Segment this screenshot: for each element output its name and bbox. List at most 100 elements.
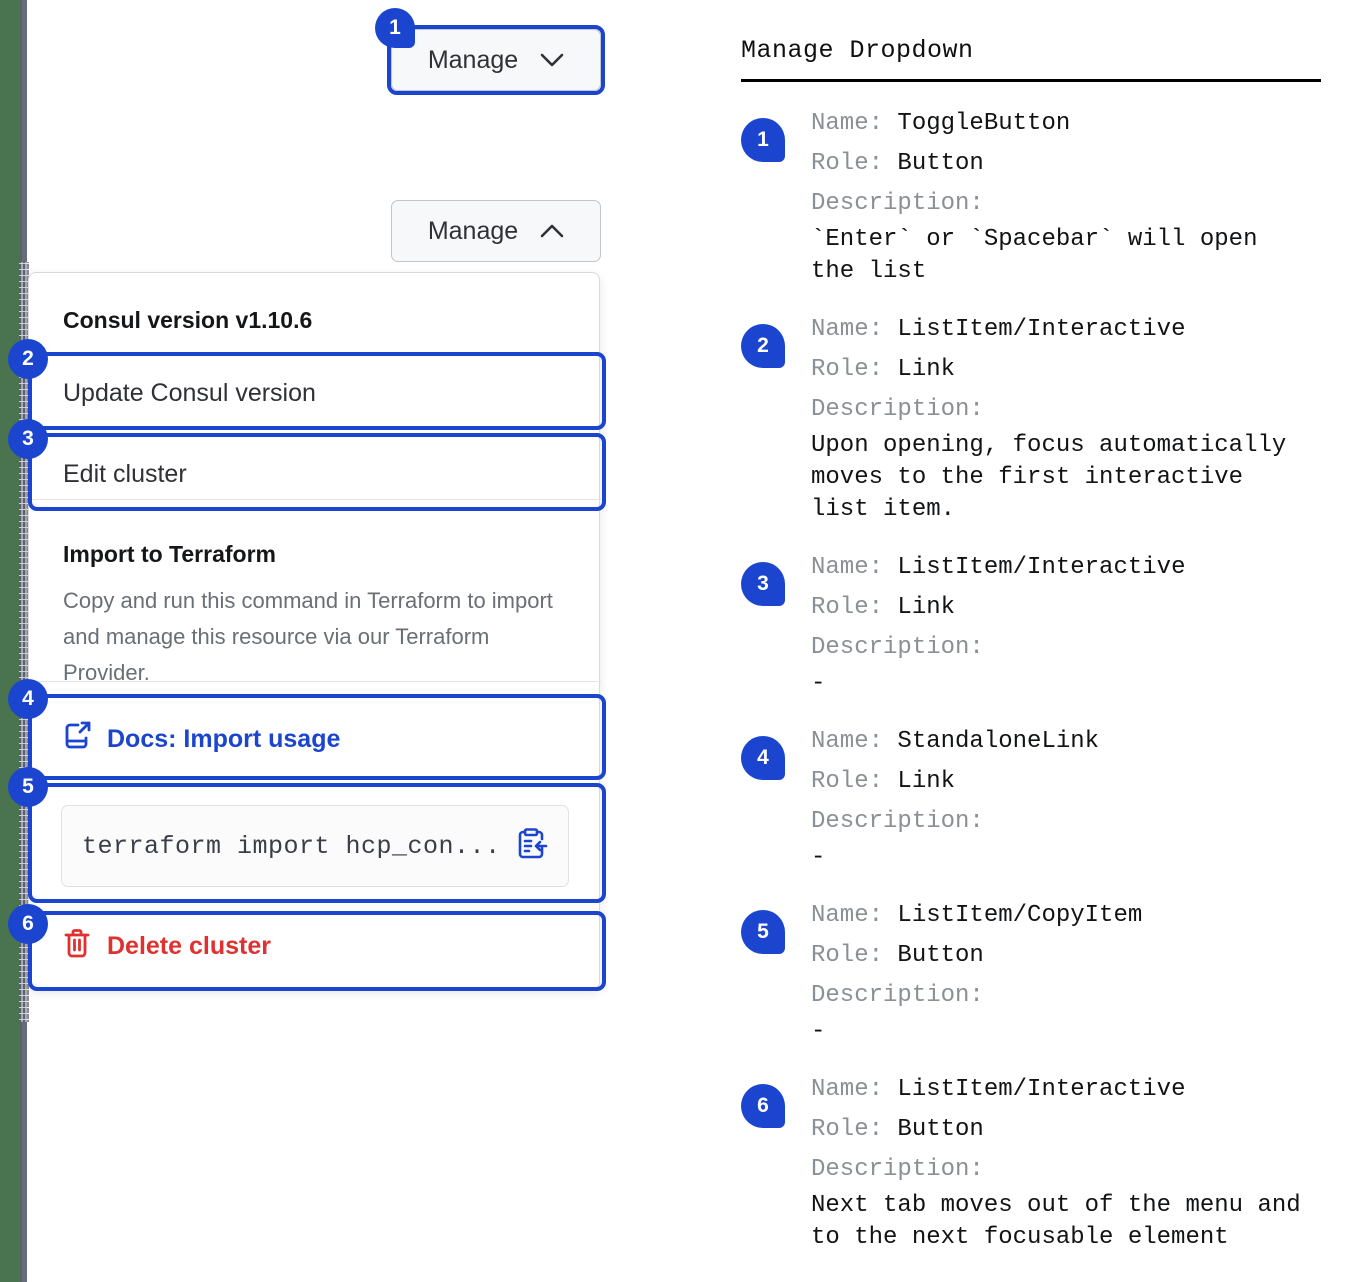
annotation-name-value: StandaloneLink xyxy=(897,728,1100,755)
manage-toggle-button-open[interactable]: Manage xyxy=(391,200,601,262)
terraform-command-text: terraform import hcp_con... xyxy=(82,831,501,861)
marker-badge-4: 4 xyxy=(8,679,48,719)
delete-cluster-label: Delete cluster xyxy=(107,932,271,960)
annotation-role-value: Button xyxy=(897,150,984,177)
menu-item-edit-cluster[interactable]: Edit cluster xyxy=(63,460,187,488)
annotation-description-value: - xyxy=(811,844,826,871)
annotation-description-value: `Enter` or `Spacebar` will open the list xyxy=(811,226,1258,285)
marker-badge-6: 6 xyxy=(8,904,48,944)
manage-toggle-button-closed[interactable]: Manage xyxy=(391,29,601,91)
docs-link-label: Docs: Import usage xyxy=(107,725,341,753)
annotation-name-label-line: Name: ToggleButton xyxy=(811,104,1321,144)
annotation-name-label-line: Name: ListItem/Interactive xyxy=(811,310,1321,350)
annotation-badge-3: 3 xyxy=(741,562,785,606)
manage-dropdown-menu: Consul version v1.10.6 Update Consul ver… xyxy=(28,272,601,990)
docs-import-usage-link[interactable]: Docs: Import usage xyxy=(63,721,340,758)
annotation-description-label: Description: xyxy=(811,396,984,423)
annotation-description-label: Description: xyxy=(811,808,984,835)
annotation-name-label-line: Name: ListItem/Interactive xyxy=(811,1070,1321,1110)
annotation-role-value: Button xyxy=(897,942,984,969)
annotation-description-label: Description: xyxy=(811,1156,984,1183)
chevron-up-icon xyxy=(540,224,564,238)
annotation-role-label-line: Role: Link xyxy=(811,350,1321,390)
trash-icon xyxy=(63,928,91,965)
annotation-role-label-line: Role: Link xyxy=(811,588,1321,628)
annotation-badge-6: 6 xyxy=(741,1084,785,1128)
annotation-description-value: Next tab moves out of the menu and to th… xyxy=(811,1192,1301,1251)
annotation-role-label-line: Role: Button xyxy=(811,936,1321,976)
annotation-name-label: Name: xyxy=(811,110,898,137)
annotation-role-value: Button xyxy=(897,1116,984,1143)
annotation-name-value: ListItem/Interactive xyxy=(897,554,1186,581)
annotation-role-label: Role: xyxy=(811,942,898,969)
clipboard-copy-icon[interactable] xyxy=(514,827,548,866)
manage-toggle-label-open: Manage xyxy=(427,216,519,245)
annotation-name-value: ListItem/CopyItem xyxy=(897,902,1143,929)
annotation-role-value: Link xyxy=(897,768,956,795)
page-edge-stripe xyxy=(0,0,22,1282)
annotation-description-label: Description: xyxy=(811,634,984,661)
import-to-terraform-heading: Import to Terraform xyxy=(63,541,276,567)
chevron-down-icon xyxy=(540,53,564,67)
annotation-name-value: ListItem/Interactive xyxy=(897,316,1186,343)
annotation-name-label: Name: xyxy=(811,902,898,929)
external-link-docs-icon xyxy=(63,721,93,758)
menu-divider-top xyxy=(29,499,601,500)
marker-badge-5: 5 xyxy=(8,767,48,807)
annotation-badge-1: 1 xyxy=(741,118,785,162)
annotation-role-label-line: Role: Button xyxy=(811,144,1321,184)
annotation-name-label-line: Name: StandaloneLink xyxy=(811,722,1321,762)
annotation-role-label: Role: xyxy=(811,768,898,795)
menu-divider-import xyxy=(29,681,601,682)
manage-toggle-label-closed: Manage xyxy=(427,45,519,74)
import-description-text: Copy and run this command in Terraform t… xyxy=(63,588,553,685)
marker-badge-3: 3 xyxy=(8,419,48,459)
annotation-role-label-line: Role: Link xyxy=(811,762,1321,802)
annotation-badge-5: 5 xyxy=(741,910,785,954)
annotation-role-label-line: Role: Button xyxy=(811,1110,1321,1150)
annotation-role-label: Role: xyxy=(811,1116,898,1143)
annotation-name-label: Name: xyxy=(811,554,898,581)
annotation-description-value: Upon opening, focus automatically moves … xyxy=(811,432,1287,523)
menu-item-delete-cluster[interactable]: Delete cluster xyxy=(63,928,271,965)
annotation-name-value: ListItem/Interactive xyxy=(897,1076,1186,1103)
annotation-role-value: Link xyxy=(897,594,956,621)
marker-badge-2: 2 xyxy=(8,339,48,379)
annotation-description-value: - xyxy=(811,670,826,697)
marker-badge-1: 1 xyxy=(375,8,415,48)
annotation-name-label: Name: xyxy=(811,1076,898,1103)
terraform-command-box[interactable]: terraform import hcp_con... xyxy=(61,805,569,887)
annotation-badge-2: 2 xyxy=(741,324,785,368)
annotation-badge-4: 4 xyxy=(741,736,785,780)
annotations-title: Manage Dropdown xyxy=(741,36,974,65)
annotation-role-label: Role: xyxy=(811,150,898,177)
annotation-description-value: - xyxy=(811,1018,826,1045)
annotation-role-label: Role: xyxy=(811,356,898,383)
annotation-name-label-line: Name: ListItem/CopyItem xyxy=(811,896,1321,936)
annotation-name-value: ToggleButton xyxy=(897,110,1071,137)
annotation-role-label: Role: xyxy=(811,594,898,621)
manage-button-focus-ring xyxy=(387,25,605,95)
annotations-divider xyxy=(741,79,1321,82)
annotation-role-value: Link xyxy=(897,356,956,383)
consul-version-heading: Consul version v1.10.6 xyxy=(63,307,313,333)
annotation-name-label-line: Name: ListItem/Interactive xyxy=(811,548,1321,588)
annotation-description-label: Description: xyxy=(811,190,984,217)
annotation-name-label: Name: xyxy=(811,316,898,343)
menu-item-update-consul-version[interactable]: Update Consul version xyxy=(63,379,316,407)
annotation-name-label: Name: xyxy=(811,728,898,755)
